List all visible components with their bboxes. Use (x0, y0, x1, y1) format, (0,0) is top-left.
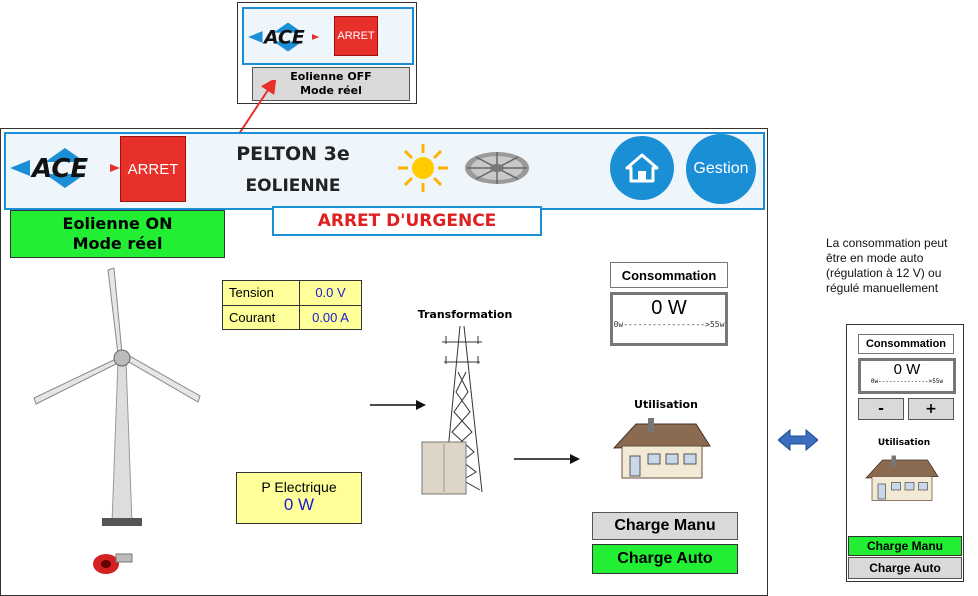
inset-top: ACE ARRET Eolienne OFF Mode réel (237, 2, 417, 104)
home-button[interactable] (610, 136, 674, 200)
charge-auto-button[interactable]: Charge Auto (592, 544, 738, 574)
power-label: P Electrique (261, 479, 337, 495)
house (865, 455, 939, 501)
house (612, 418, 711, 479)
transformation-label: Transformation (417, 308, 513, 321)
table-row: Courant 0.00 A (223, 306, 361, 329)
minus-button[interactable]: - (858, 398, 904, 420)
consumption-value: 0 W (651, 297, 687, 319)
note-line2: être en mode auto (826, 251, 924, 265)
power-value: 0 W (283, 495, 315, 514)
tension-value: 0.0 V (315, 285, 346, 300)
consumption-label: Consommation (610, 262, 728, 288)
side-charge-manu-button[interactable]: Charge Manu (848, 536, 962, 556)
svg-text:ACE: ACE (30, 154, 88, 184)
plus-button[interactable]: + (908, 398, 954, 420)
emergency-stop-button[interactable]: ARRET D'URGENCE (272, 206, 542, 236)
wind-turbine (33, 267, 201, 526)
note-line3: (régulation à 12 V) ou (826, 266, 942, 280)
title-line1: PELTON 3e (236, 143, 350, 165)
page-title: PELTON 3e EOLIENNE (228, 138, 358, 202)
svg-text:ACE: ACE (262, 27, 305, 49)
measures-table: Tension 0.0 V Courant 0.00 A (222, 280, 362, 330)
status-button[interactable]: Eolienne ON Mode réel (10, 210, 225, 258)
arret-indicator-inset: ARRET (334, 16, 378, 56)
courant-value: 0.00 A (312, 310, 349, 325)
sun-icon[interactable] (394, 142, 452, 194)
table-row: Tension 0.0 V (223, 281, 361, 306)
side-utilisation-label: Utilisation (877, 438, 931, 448)
ace-logo: ACE (248, 22, 320, 52)
gestion-button[interactable]: Gestion (686, 134, 756, 204)
status-line2: Mode réel (72, 234, 163, 253)
consumption-gauge: 0 W 0w----------------->55w (610, 292, 728, 346)
note-line4: régulé manuellement (826, 281, 939, 295)
pylon (421, 325, 483, 495)
arrow-to-pylon (370, 400, 426, 410)
power-box: P Electrique 0 W (236, 472, 362, 524)
side-consumption-scale: 0w-------------->55w (870, 378, 944, 385)
side-consumption-value: 0 W (893, 361, 921, 378)
utilisation-label: Utilisation (634, 398, 698, 411)
status-line1: Eolienne OFF (290, 70, 372, 83)
tension-label: Tension (223, 281, 300, 305)
ace-logo: ACE (10, 148, 120, 188)
double-arrow-icon (778, 428, 818, 452)
side-consumption-gauge: 0 W 0w-------------->55w (858, 358, 956, 394)
arrow-to-house (514, 454, 580, 464)
charge-manu-button[interactable]: Charge Manu (592, 512, 738, 540)
title-line2: EOLIENNE (245, 176, 341, 196)
status-line2: Mode réel (300, 84, 362, 97)
consumption-scale: 0w----------------->55w (613, 320, 725, 329)
turbine-icon[interactable] (462, 148, 532, 188)
note-text: La consommation peut être en mode auto (… (826, 236, 978, 296)
note-line1: La consommation peut (826, 236, 948, 250)
side-consumption-label: Consommation (858, 334, 954, 354)
red-plug[interactable] (86, 544, 136, 580)
side-charge-auto-button[interactable]: Charge Auto (848, 557, 962, 579)
status-line1: Eolienne ON (62, 214, 173, 233)
status-button-inset[interactable]: Eolienne OFF Mode réel (252, 67, 410, 101)
home-icon (625, 153, 659, 183)
courant-label: Courant (223, 306, 300, 329)
arret-indicator: ARRET (120, 136, 186, 202)
